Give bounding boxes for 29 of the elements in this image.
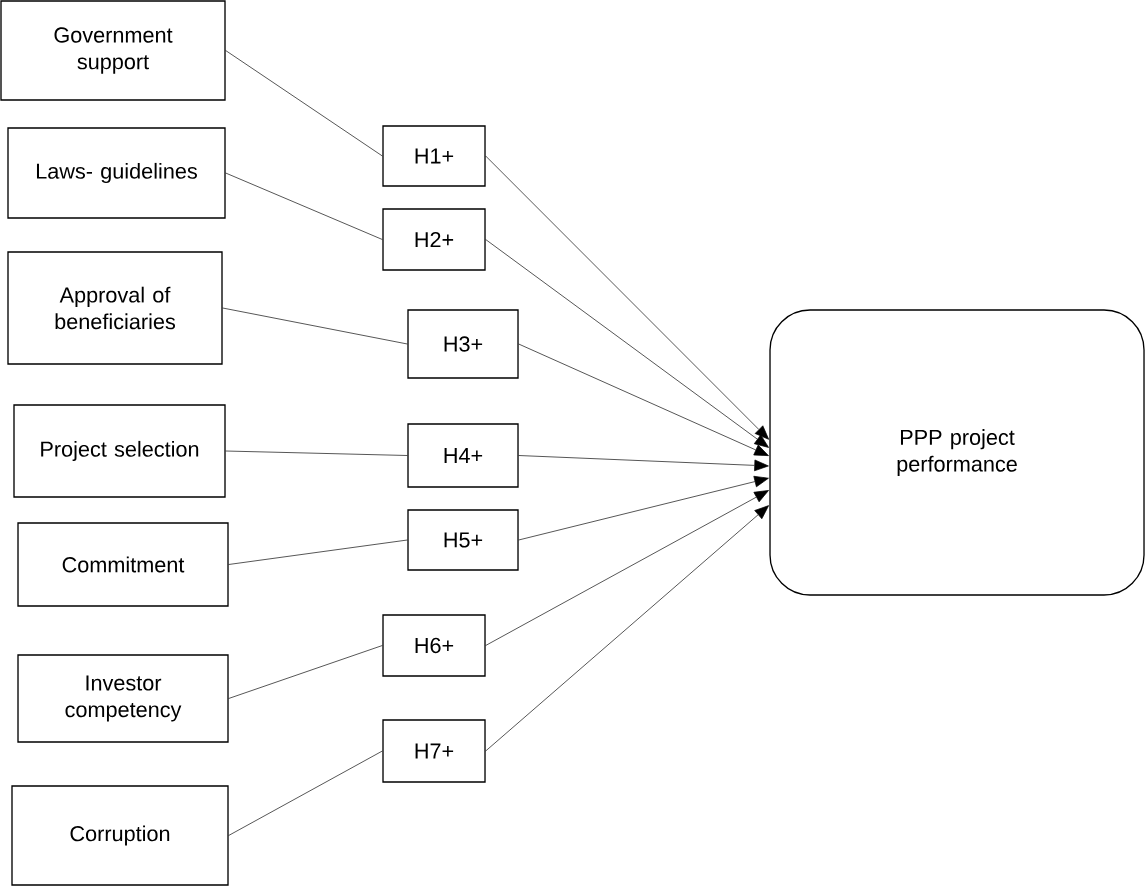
factor-box: Corruption	[11, 785, 229, 886]
hypothesis-box: H1+	[382, 125, 486, 187]
arrow	[518, 455, 769, 472]
factor-box: Laws- guidelines	[7, 127, 226, 219]
arrow	[518, 475, 769, 541]
hypothesis-box: H2+	[382, 208, 486, 271]
factor-box: Government support	[0, 0, 226, 101]
connector-line	[228, 645, 383, 699]
arrow	[485, 505, 769, 752]
factor-box: Commitment	[17, 522, 229, 607]
connector-line	[228, 750, 383, 836]
arrow	[485, 490, 769, 646]
hypothesis-box: H6+	[382, 614, 486, 677]
outcome-box: PPP project performance	[769, 309, 1145, 596]
arrow	[518, 343, 769, 456]
factor-box: Approval of beneficiaries	[7, 251, 223, 365]
connector-line	[228, 539, 408, 565]
factor-box: Investor competency	[17, 654, 229, 743]
hypothesis-box: H5+	[407, 509, 519, 571]
connector-line	[225, 172, 383, 240]
hypothesis-box: H3+	[407, 309, 519, 379]
factor-box: Project selection	[13, 404, 226, 498]
arrow	[485, 239, 769, 448]
hypothesis-box: H7+	[382, 719, 486, 783]
connector-line	[225, 50, 383, 157]
hypothesis-box: H4+	[407, 423, 519, 488]
connector-line	[225, 450, 408, 456]
arrow	[485, 155, 770, 440]
connector-line	[222, 307, 408, 345]
